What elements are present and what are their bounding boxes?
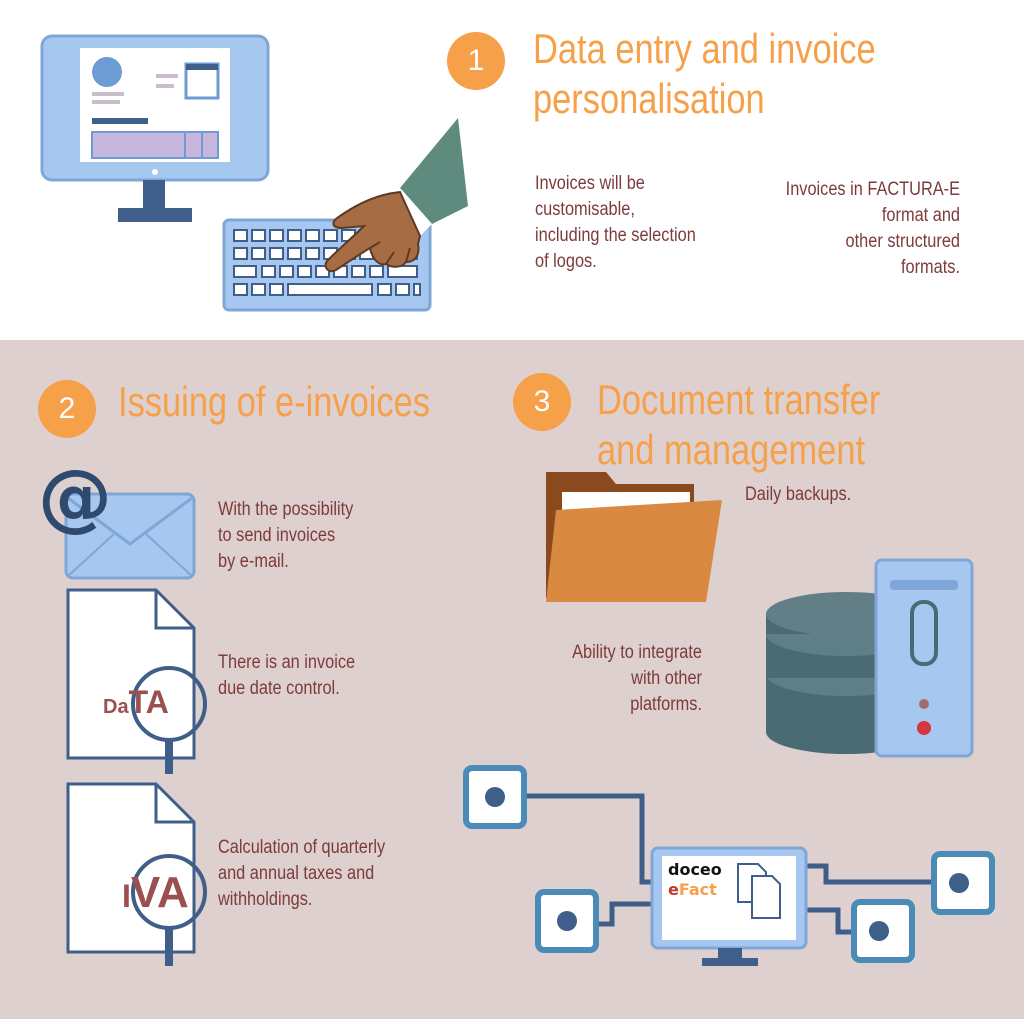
section-1-text-customisable: Invoices will be customisable, including… — [535, 173, 696, 272]
tax-doc-label-big: VA — [130, 868, 189, 917]
section-3-title: Document transfer and management — [597, 376, 881, 473]
section-2-text-taxes: Calculation of quarterly and annual taxe… — [218, 837, 386, 910]
section-2-text-email: With the possibility to send invoices by… — [218, 499, 354, 572]
logo-word-fact: Fact — [678, 880, 717, 899]
logo-word-efact: eFact — [668, 880, 722, 900]
section-3-text-backups: Daily backups. — [745, 484, 852, 505]
due-date-doc-label-small: Da — [103, 696, 129, 718]
document-magnifier-icon — [66, 588, 207, 774]
due-date-doc-label: DaTA — [103, 684, 169, 721]
section-2-text-due-date: There is an invoice due date control. — [218, 652, 356, 699]
section-3-text-integrate: Ability to integrate with other platform… — [572, 642, 702, 715]
network-connections-icon — [463, 765, 995, 966]
at-sign-icon: @ — [38, 454, 112, 540]
section-1-title: Data entry and invoice personalisation — [533, 25, 876, 122]
typing-hand-icon — [324, 118, 468, 272]
email-envelope-icon — [64, 492, 196, 580]
tax-document-magnifier-icon — [66, 782, 207, 966]
step-badge-1: 1 — [447, 32, 505, 90]
step-badge-3: 3 — [513, 373, 571, 431]
tax-doc-label-small: I — [122, 878, 131, 914]
section-2-title: Issuing of e-invoices — [118, 378, 431, 425]
tax-doc-label: IVA — [122, 868, 189, 918]
due-date-doc-label-big: TA — [128, 684, 169, 720]
folder-icon — [546, 472, 722, 602]
section-1-text-formats: Invoices in FACTURA-E format and other s… — [785, 179, 960, 278]
database-server-icon — [766, 558, 974, 758]
doceo-efact-logo: doceo eFact — [668, 860, 722, 900]
logo-letter-e: e — [668, 880, 679, 899]
logo-word-doceo: doceo — [668, 860, 722, 879]
computer-monitor-icon — [40, 34, 270, 222]
step-badge-2: 2 — [38, 380, 96, 438]
